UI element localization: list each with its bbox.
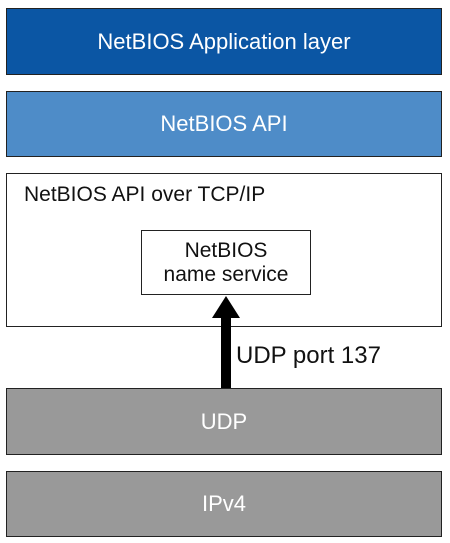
up-arrow-icon bbox=[212, 296, 240, 389]
netbios-api-layer: NetBIOS API bbox=[6, 91, 442, 157]
name-service-line-2: name service bbox=[163, 262, 289, 286]
name-service-box: NetBIOS name service bbox=[141, 230, 311, 295]
tcpip-layer-title: NetBIOS API over TCP/IP bbox=[24, 183, 266, 206]
netbios-application-layer: NetBIOS Application layer bbox=[6, 8, 442, 75]
ipv4-layer: IPv4 bbox=[6, 471, 442, 537]
api-layer-label: NetBIOS API bbox=[160, 111, 288, 136]
ipv4-layer-label: IPv4 bbox=[201, 491, 247, 516]
udp-port-label: UDP port 137 bbox=[236, 342, 381, 369]
name-service-line-1: NetBIOS bbox=[184, 238, 268, 262]
udp-layer-label: UDP bbox=[200, 408, 248, 434]
udp-layer: UDP bbox=[6, 388, 442, 455]
application-layer-label: NetBIOS Application layer bbox=[97, 28, 351, 54]
